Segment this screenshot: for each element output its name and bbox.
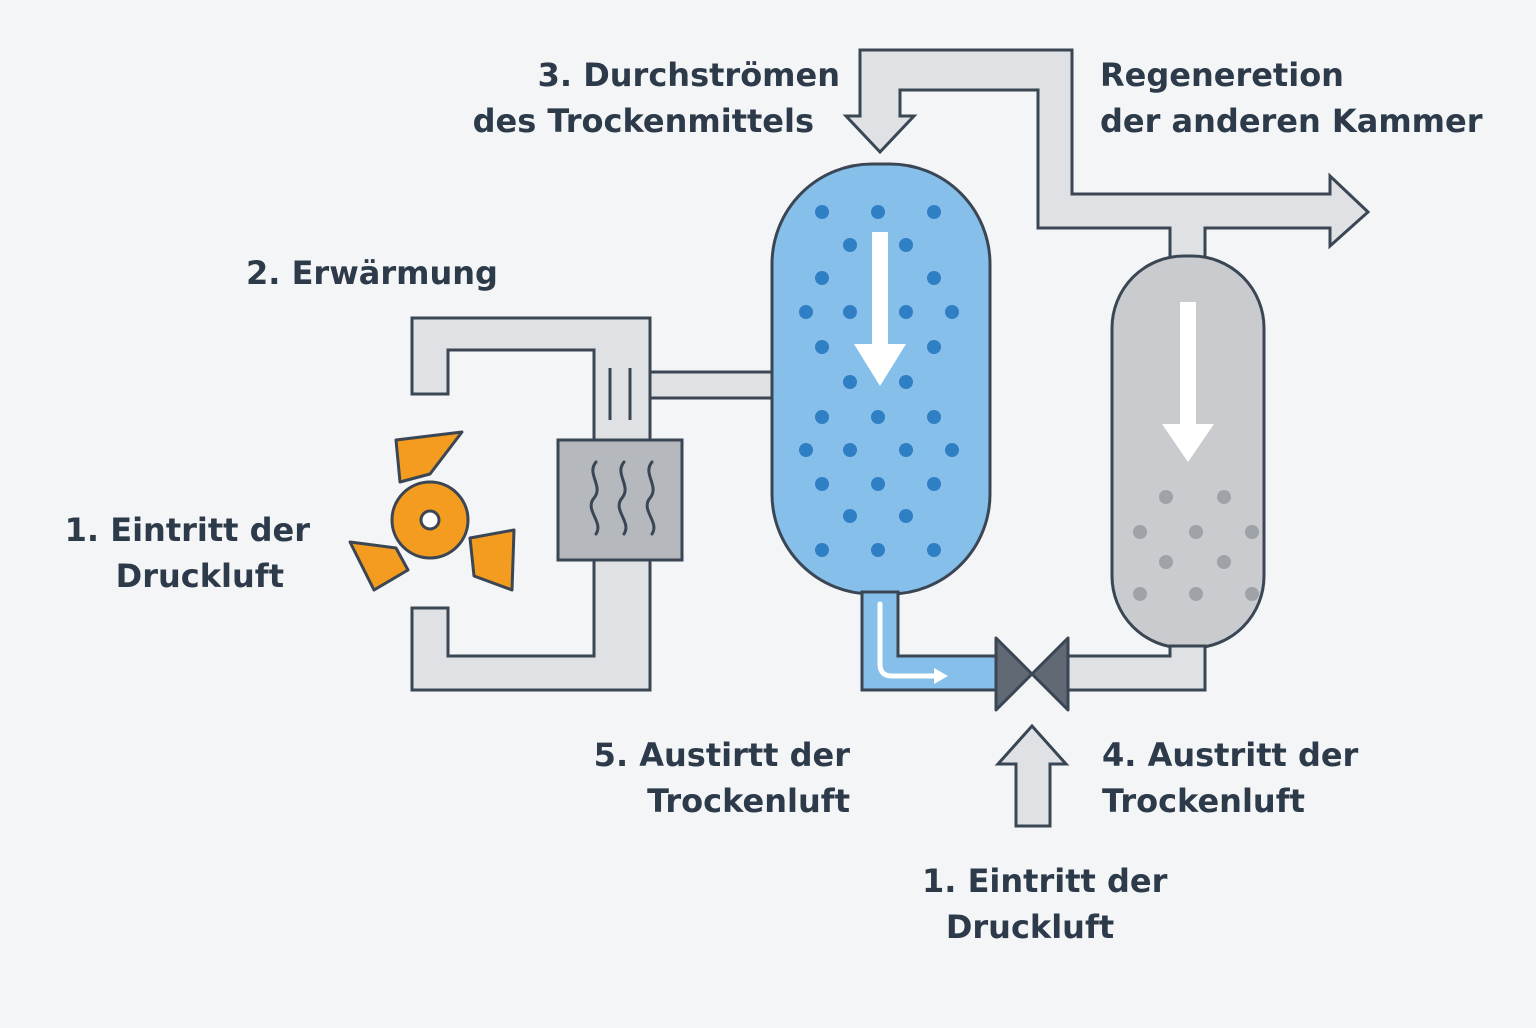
desiccant-dot: [1245, 587, 1259, 601]
desiccant-dot: [799, 443, 813, 457]
connector-pipe: [648, 370, 776, 400]
label-step1-compressed-air-inlet-bottom: 1. Eintritt der Druckluft: [922, 858, 1168, 950]
label-step4-dry-air-outlet: 4. Austritt der Trockenluft: [1102, 732, 1358, 824]
desiccant-dot: [1189, 587, 1203, 601]
desiccant-dots: [1133, 490, 1259, 601]
desiccant-dot: [899, 305, 913, 319]
desiccant-dot: [1217, 490, 1231, 504]
desiccant-dots: [799, 205, 959, 557]
regeneration-vessel: [1110, 254, 1266, 650]
label-line: 1. Eintritt der: [922, 862, 1168, 900]
desiccant-dot: [1159, 555, 1173, 569]
desiccant-dot: [843, 238, 857, 252]
label-line: der anderen Kammer: [1100, 102, 1483, 140]
desiccant-dot: [799, 305, 813, 319]
desiccant-dot: [927, 340, 941, 354]
flow-down-arrow: [1162, 302, 1214, 462]
desiccant-dot: [871, 477, 885, 491]
valve-icon: [994, 636, 1070, 712]
desiccant-dot: [927, 271, 941, 285]
desiccant-dot: [815, 205, 829, 219]
label-line: des Trockenmittels: [472, 102, 814, 140]
label-step5-dry-air-outlet: 5. Austirtt der Trockenluft: [560, 732, 850, 824]
desiccant-dot: [843, 443, 857, 457]
desiccant-dot: [927, 205, 941, 219]
desiccant-dot: [815, 410, 829, 424]
label-line: Druckluft: [115, 557, 284, 595]
active-dryer-vessel: [770, 162, 992, 596]
desiccant-dot: [815, 340, 829, 354]
regeneration-outlet-pipe: [1064, 644, 1207, 692]
desiccant-dot: [843, 509, 857, 523]
desiccant-dot: [945, 305, 959, 319]
desiccant-dot: [899, 509, 913, 523]
flow-down-arrow: [854, 232, 906, 386]
desiccant-dot: [871, 543, 885, 557]
desiccant-dot: [1217, 555, 1231, 569]
label-step3-flow-through-desiccant: 3. Durchströmen des Trockenmittels: [440, 52, 840, 144]
desiccant-dot: [1133, 525, 1147, 539]
label-line: Trockenluft: [1102, 782, 1305, 820]
desiccant-dot: [899, 375, 913, 389]
outlet-flow-arrow: [877, 601, 941, 679]
desiccant-dot: [1159, 490, 1173, 504]
desiccant-dot: [871, 410, 885, 424]
label-line: 3. Durchströmen: [537, 56, 840, 94]
desiccant-dot: [945, 443, 959, 457]
desiccant-dot: [927, 477, 941, 491]
label-line: 5. Austirtt der: [593, 736, 850, 774]
desiccant-dot: [927, 543, 941, 557]
label-step1-compressed-air-inlet-left: 1. Eintritt der Druckluft: [40, 507, 310, 599]
desiccant-dot: [815, 271, 829, 285]
desiccant-dot: [871, 205, 885, 219]
desiccant-dot: [1245, 525, 1259, 539]
desiccant-dot: [843, 305, 857, 319]
heater-coil-icon: [556, 438, 684, 562]
outlet-flow-arrowhead: [934, 668, 948, 684]
desiccant-dot: [843, 375, 857, 389]
label-line: 1. Eintritt der: [64, 511, 310, 549]
label-step2-heating: 2. Erwärmung: [246, 250, 498, 296]
fan-icon: [348, 430, 516, 592]
desiccant-dot: [815, 543, 829, 557]
desiccant-dot: [899, 238, 913, 252]
label-line: 2. Erwärmung: [246, 254, 498, 292]
label-line: 4. Austritt der: [1102, 736, 1359, 774]
label-regeneration-other-chamber: Regeneretion der anderen Kammer: [1100, 52, 1482, 144]
desiccant-dot: [899, 443, 913, 457]
label-line: Trockenluft: [647, 782, 850, 820]
inlet-up-arrow: [994, 723, 1070, 828]
label-line: Druckluft: [945, 908, 1115, 946]
desiccant-dot: [927, 410, 941, 424]
desiccant-dot: [1189, 525, 1203, 539]
label-line: Regeneretion: [1100, 56, 1344, 94]
desiccant-dot: [815, 477, 829, 491]
desiccant-dot: [1133, 587, 1147, 601]
